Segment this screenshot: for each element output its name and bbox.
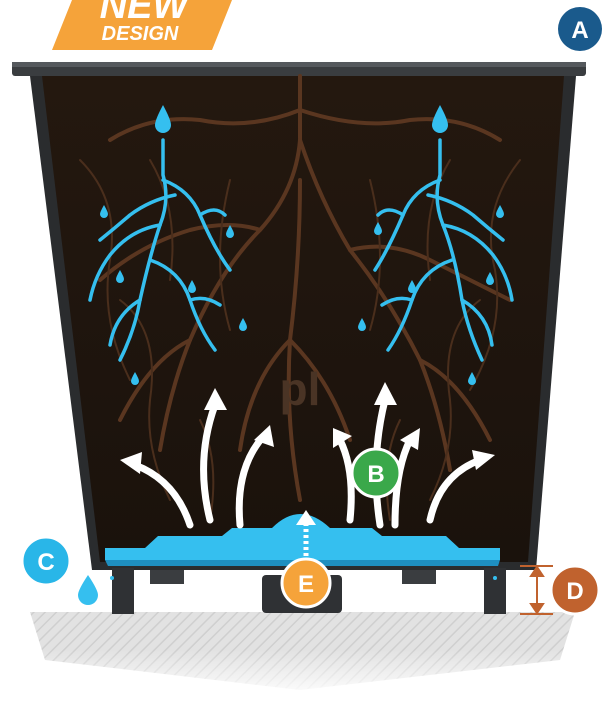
callout-e-label: E <box>298 571 314 598</box>
callout-d-label: D <box>566 578 583 605</box>
banner-line2: DESIGN <box>102 23 179 45</box>
callout-c: C <box>22 537 70 585</box>
callout-d: D <box>551 566 599 614</box>
height-bracket <box>520 566 553 614</box>
ground <box>30 612 575 698</box>
callout-e: E <box>282 559 330 607</box>
callout-a: A <box>558 7 602 51</box>
callout-b-label: B <box>367 461 384 488</box>
callout-b: B <box>352 449 400 497</box>
drip-droplet <box>78 575 98 605</box>
brand-logo: pl <box>280 363 321 415</box>
callout-a-label: A <box>571 17 588 44</box>
callout-c-label: C <box>37 549 54 576</box>
new-design-banner: NEW DESIGN <box>52 0 232 50</box>
